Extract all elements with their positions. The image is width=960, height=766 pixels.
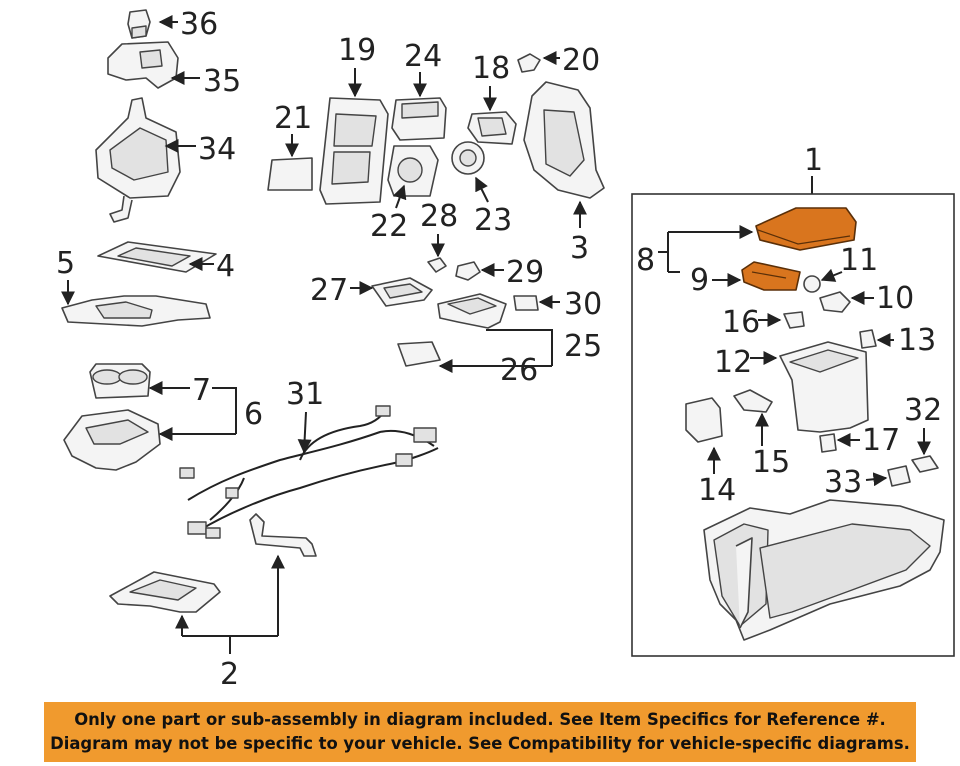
part-5-bezel — [61, 295, 211, 327]
callout-25: 25 — [564, 329, 602, 364]
callout-35: 35 — [203, 64, 241, 99]
parts-diagram: 36 35 34 4 5 7 6 — [56, 7, 955, 692]
callout-30: 30 — [564, 287, 602, 322]
part-10-hinge — [819, 291, 851, 313]
part-24-control-unit — [391, 97, 447, 141]
part-4-trim-plate — [97, 241, 217, 273]
part-31-wiring-harness — [179, 405, 439, 539]
part-8-armrest-lid-highlighted — [755, 207, 857, 251]
part-12-storage-bin — [779, 341, 869, 433]
part-console-body — [703, 499, 945, 641]
part-22-radio-bezel — [387, 145, 439, 197]
callout-23: 23 — [474, 203, 512, 238]
callout-17: 17 — [862, 423, 900, 458]
part-29-switch — [455, 261, 481, 281]
part-13-bumper — [859, 329, 877, 349]
part-20-clip — [517, 53, 541, 73]
part-25-bracket — [437, 293, 507, 329]
callout-2: 2 — [220, 657, 239, 692]
banner-line-1: Only one part or sub-assembly in diagram… — [74, 710, 886, 729]
callout-26: 26 — [500, 353, 538, 388]
part-11-cap — [803, 275, 821, 293]
callout-34: 34 — [198, 132, 236, 167]
callout-10: 10 — [876, 281, 914, 316]
part-14-module — [685, 397, 723, 443]
callout-4: 4 — [216, 249, 235, 284]
part-17-connector — [819, 433, 837, 453]
part-19-center-panel — [319, 97, 389, 205]
callout-19: 19 — [338, 33, 376, 68]
part-3-side-bracket — [523, 81, 605, 199]
part-36-shift-knob — [127, 9, 151, 39]
disclaimer-banner: Only one part or sub-assembly in diagram… — [44, 702, 916, 762]
callout-22: 22 — [370, 209, 408, 244]
callout-7: 7 — [192, 373, 211, 408]
assembly-1-box — [631, 193, 955, 657]
callout-14: 14 — [698, 473, 736, 508]
part-15-bracket — [733, 389, 773, 413]
part-30-socket — [513, 295, 539, 311]
callout-3: 3 — [570, 231, 589, 266]
part-33-switch — [887, 465, 911, 487]
callout-6: 6 — [244, 397, 263, 432]
part-23-speaker — [451, 141, 485, 175]
callout-33: 33 — [824, 465, 862, 500]
callout-16: 16 — [722, 305, 760, 340]
part-34-shifter-assembly — [95, 97, 181, 223]
part-2-bracket-upper — [249, 513, 317, 557]
part-32-clip — [911, 455, 939, 473]
part-28-clip — [427, 257, 447, 273]
part-18-bracket — [467, 111, 517, 145]
callout-28: 28 — [420, 199, 458, 234]
part-2-bracket-lower — [109, 571, 221, 613]
part-21-panel — [267, 157, 313, 191]
callout-9: 9 — [690, 263, 709, 298]
callout-1: 1 — [804, 143, 823, 178]
callout-8: 8 — [636, 243, 655, 278]
callout-29: 29 — [506, 255, 544, 290]
part-9-latch-highlighted — [741, 261, 801, 291]
callout-32: 32 — [904, 393, 942, 428]
part-6-console-tray — [63, 409, 161, 471]
callout-36: 36 — [180, 7, 218, 42]
callout-27: 27 — [310, 273, 348, 308]
part-26-cover — [397, 341, 441, 367]
callout-24: 24 — [404, 39, 442, 74]
callout-13: 13 — [898, 323, 936, 358]
part-27-pocket — [371, 277, 433, 307]
part-16-clip — [783, 311, 805, 329]
callout-12: 12 — [714, 345, 752, 380]
part-7-cupholder — [89, 363, 151, 399]
callout-5: 5 — [56, 246, 75, 281]
callout-21: 21 — [274, 101, 312, 136]
callout-31: 31 — [286, 377, 324, 412]
callout-18: 18 — [472, 51, 510, 86]
part-35-shift-boot — [107, 41, 179, 89]
callout-11: 11 — [840, 243, 878, 278]
callout-20: 20 — [562, 43, 600, 78]
callout-15: 15 — [752, 445, 790, 480]
banner-line-2: Diagram may not be specific to your vehi… — [50, 734, 910, 753]
